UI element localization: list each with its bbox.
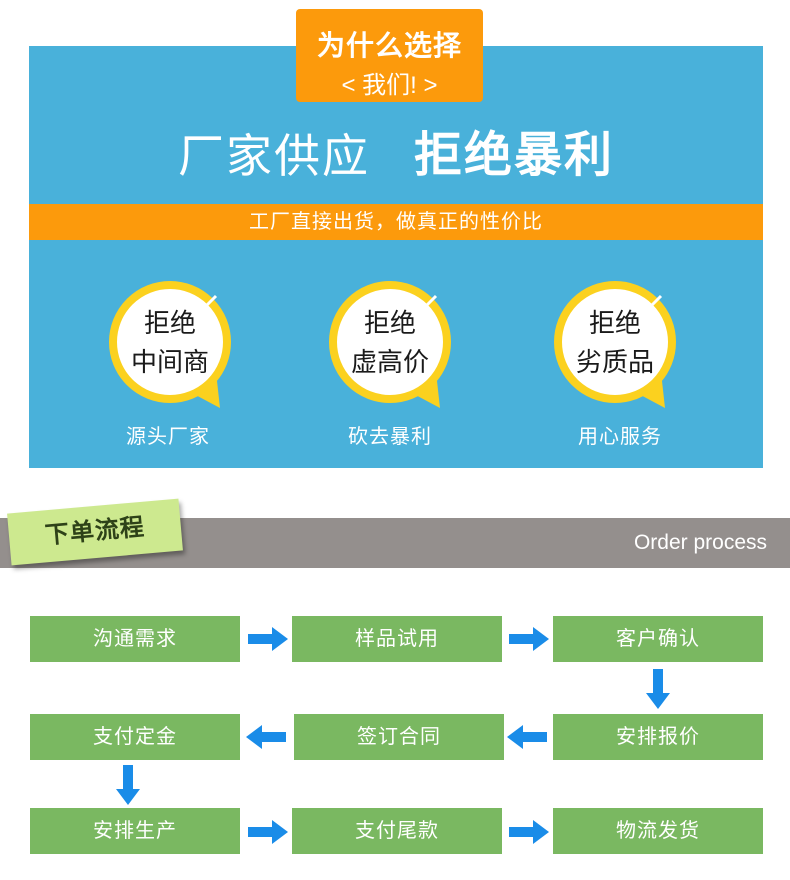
feature-line-2: 中间商 — [130, 347, 209, 377]
process-title-en: Order process — [633, 531, 767, 554]
feature-line-2: 虚高价 — [350, 347, 429, 377]
step-sign-contract: 签订合同 — [294, 714, 504, 760]
step-pay-balance: 支付尾款 — [292, 808, 502, 854]
feature-line-2: 劣质品 — [575, 347, 654, 377]
arrow-left-icon — [507, 725, 547, 749]
headline-reject-profiteering: 拒绝暴利 — [413, 129, 614, 182]
arrow-left-icon — [246, 725, 286, 749]
feature-line-1: 拒绝 — [143, 308, 196, 338]
feature-caption-3: 用心服务 — [578, 426, 662, 448]
step-logistics-shipping: 物流发货 — [553, 808, 763, 854]
headline: 厂家供应 拒绝暴利 — [29, 124, 763, 188]
step-communicate-needs: 沟通需求 — [30, 616, 240, 662]
feature-bubble-1: 拒绝 中间商 — [100, 272, 240, 412]
feature-line-1: 拒绝 — [363, 308, 416, 338]
arrow-right-icon — [248, 627, 288, 651]
arrow-right-icon — [509, 627, 549, 651]
feature-caption-2: 砍去暴利 — [348, 426, 432, 448]
step-arrange-production: 安排生产 — [30, 808, 240, 854]
feature-bubble-2: 拒绝 虚高价 — [320, 272, 460, 412]
step-customer-confirm: 客户确认 — [553, 616, 763, 662]
arrow-right-icon — [248, 820, 288, 844]
subtitle-text: 工厂直接出货，做真正的性价比 — [249, 211, 543, 233]
step-sample-trial: 样品试用 — [292, 616, 502, 662]
headline-factory-supply: 厂家供应 — [177, 130, 370, 182]
speech-bubble-icon — [109, 281, 231, 408]
subtitle-bar: 工厂直接出货，做真正的性价比 — [29, 204, 763, 240]
arrow-down-icon — [646, 669, 670, 709]
feature-bubble-3: 拒绝 劣质品 — [545, 272, 685, 412]
feature-line-1: 拒绝 — [588, 308, 641, 338]
why-choose-badge: 为什么选择 < 我们! > — [296, 9, 483, 102]
feature-caption-1: 源头厂家 — [126, 426, 210, 448]
step-pay-deposit: 支付定金 — [30, 714, 240, 760]
badge-line-1: 为什么选择 — [316, 30, 462, 61]
speech-bubble-icon — [329, 281, 451, 408]
step-arrange-quote: 安排报价 — [553, 714, 763, 760]
speech-bubble-icon — [554, 281, 676, 408]
arrow-right-icon — [509, 820, 549, 844]
arrow-down-icon — [116, 765, 140, 805]
badge-line-2: < 我们! > — [341, 72, 438, 99]
